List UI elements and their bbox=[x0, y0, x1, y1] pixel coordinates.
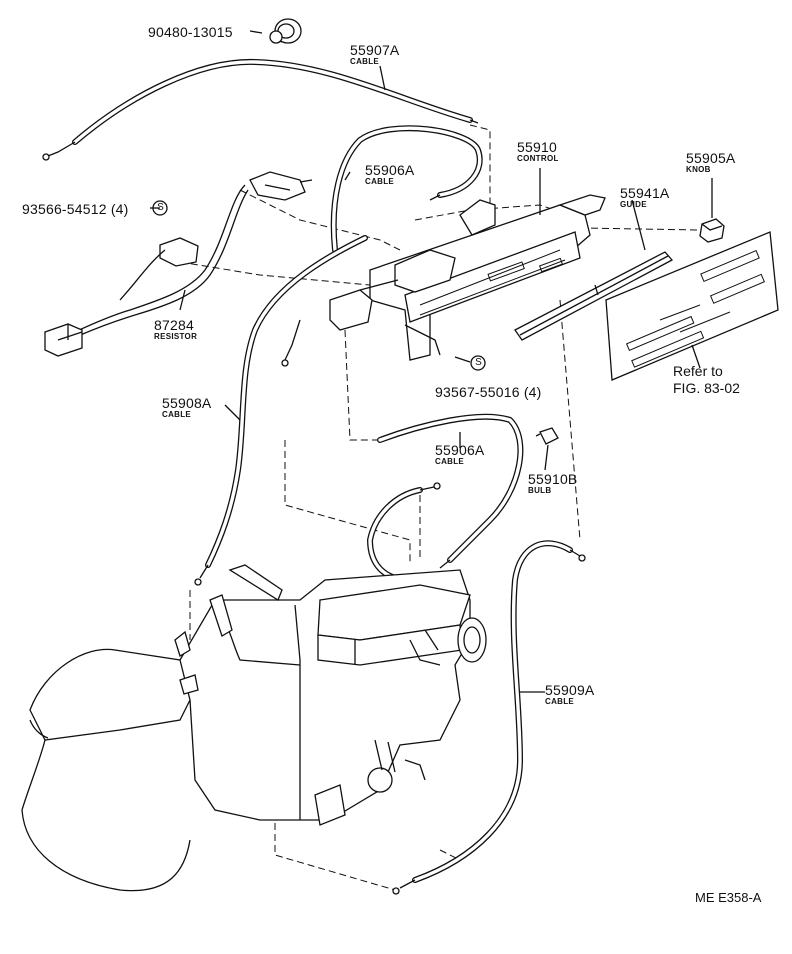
part-label-55906a-lower: 55906A CABLE bbox=[435, 442, 485, 466]
cable-55908a bbox=[194, 235, 368, 586]
part-label-55908a: 55908A CABLE bbox=[162, 395, 212, 419]
leader-lines bbox=[150, 30, 713, 693]
part-label-55909a: 55909A CABLE bbox=[545, 682, 595, 706]
part-label-87284: 87284 RESISTOR bbox=[154, 317, 198, 341]
knob-part bbox=[699, 218, 725, 243]
part-label-55910b: 55910B BULB bbox=[528, 471, 578, 495]
cable-55906a-upper bbox=[330, 125, 483, 253]
part-label-93567: 93567-55016 (4) bbox=[435, 384, 542, 400]
figure-code: ME E358-A bbox=[695, 890, 762, 905]
part-label-90480: 90480-13015 bbox=[148, 24, 233, 40]
grommet-part bbox=[269, 18, 302, 44]
cable-55907a bbox=[42, 58, 479, 161]
control-panel-face bbox=[605, 231, 779, 381]
heater-control-assembly bbox=[329, 194, 606, 361]
reference-note: Refer to FIG. 83-02 bbox=[673, 363, 740, 396]
part-label-55905a: 55905A KNOB bbox=[686, 150, 736, 174]
heater-unit bbox=[21, 564, 487, 892]
screw-symbol-right: S bbox=[475, 357, 482, 368]
part-label-93566: 93566-54512 (4) bbox=[22, 201, 129, 217]
resistor-harness bbox=[44, 171, 313, 357]
guide-rail bbox=[514, 251, 674, 341]
part-label-55941a: 55941A GUIDE bbox=[620, 185, 670, 209]
screw-symbol-left: S bbox=[157, 202, 164, 213]
bulb-part bbox=[535, 427, 559, 445]
part-label-55906a-upper: 55906A CABLE bbox=[365, 162, 415, 186]
cable-55909a bbox=[392, 540, 586, 895]
part-label-55907a: 55907A CABLE bbox=[350, 42, 400, 66]
part-label-55910: 55910 CONTROL bbox=[517, 139, 559, 163]
